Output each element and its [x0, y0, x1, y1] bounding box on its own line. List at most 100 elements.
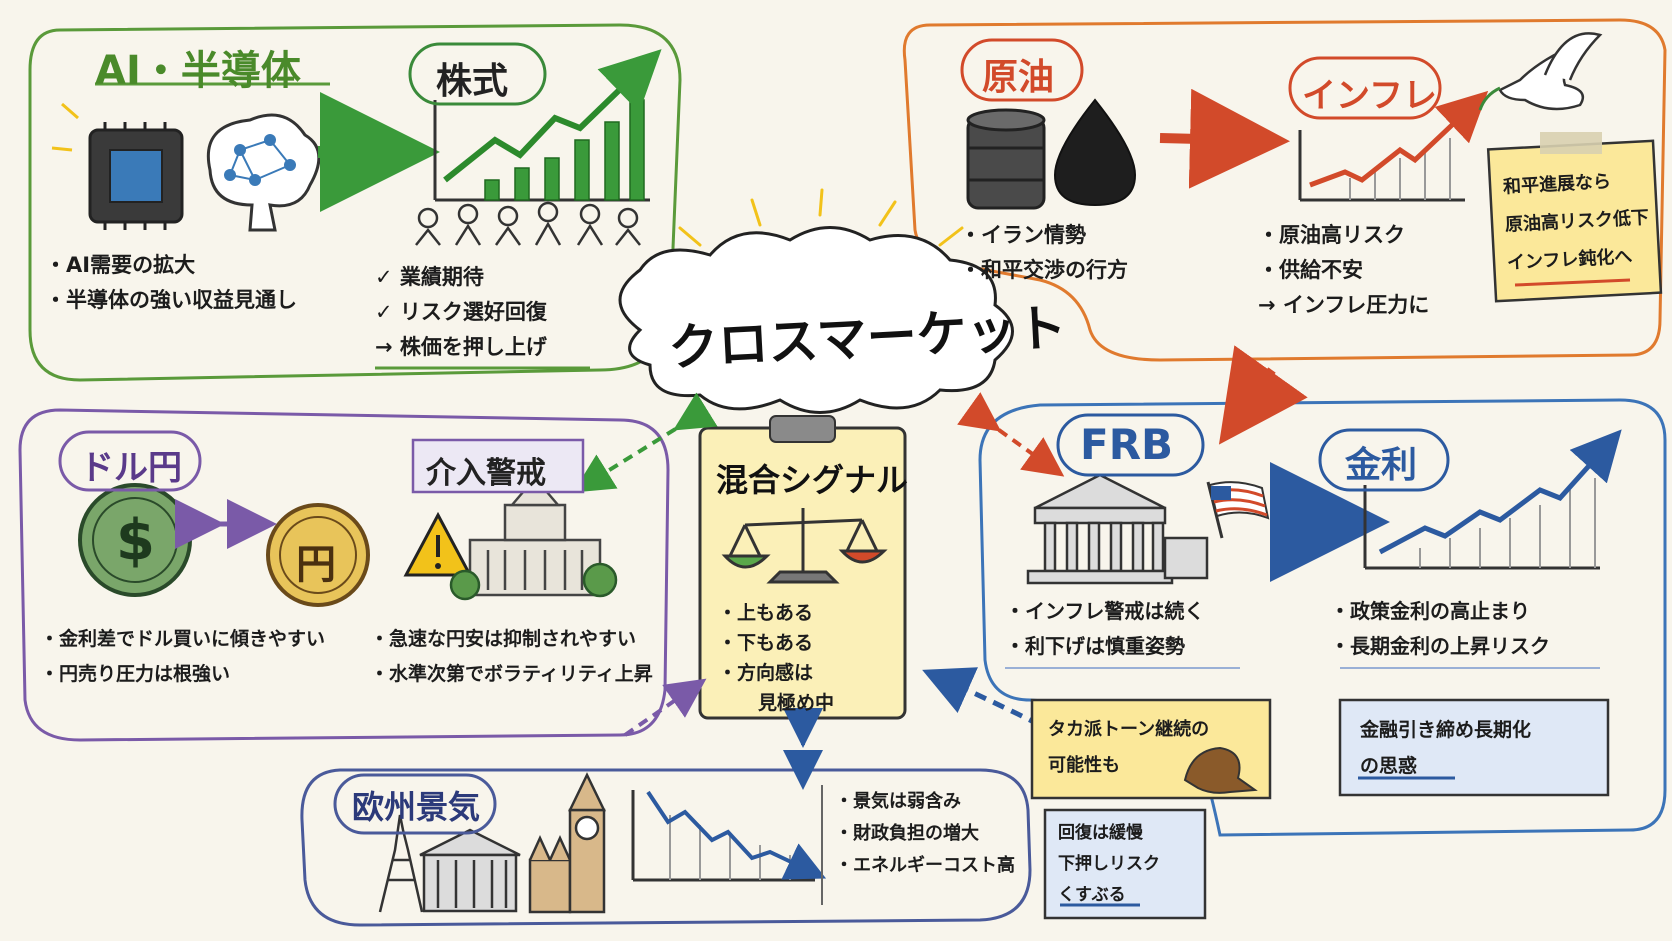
- oil-section-frame: [902, 18, 1667, 362]
- yen-coin-icon: [266, 503, 370, 607]
- government-building-icon: [449, 476, 618, 601]
- museum-icon: [419, 828, 521, 913]
- recovery-note-line: 下押しリスク: [1058, 854, 1160, 874]
- hawk-icon: [1183, 746, 1258, 794]
- ai-section-frame: [28, 23, 682, 382]
- intervention-title: 介入警戒: [426, 456, 546, 491]
- europe-title-pill: [333, 773, 497, 835]
- tightening-note-line: の思惑: [1360, 755, 1418, 777]
- hawk-note-line: タカ派トーン継続の: [1048, 719, 1210, 740]
- usdjpy-to-clipboard-arrow: [623, 678, 707, 737]
- oil-barrel-icon: [966, 108, 1046, 210]
- peace-note-line: インフレ鈍化へ: [1506, 246, 1633, 274]
- recovery-note-box: [1043, 808, 1207, 920]
- frb-bullet: ・利下げは慎重姿勢: [1005, 634, 1185, 658]
- chip-icon: [51, 102, 184, 230]
- frb-title-pill: [1056, 413, 1205, 477]
- rates-title-pill: [1318, 428, 1450, 492]
- us-flag-icon: [1206, 481, 1270, 539]
- intervention-bullet: ・急速な円安は抑制されやすい: [370, 628, 637, 650]
- inflation-chart-icon: [1298, 90, 1489, 202]
- cloud-to-intervention-arrow: [573, 392, 718, 493]
- tightening-note-line: 金融引き締め長期化: [1360, 719, 1532, 741]
- intervention-title-box: [411, 438, 585, 494]
- mixed-bullet: ・上もある: [718, 602, 814, 624]
- frb-title: FRB: [1080, 420, 1174, 469]
- mixed-bullet: ・下もある: [718, 632, 814, 654]
- hawk-note-line: 可能性も: [1048, 755, 1120, 776]
- cathedral-icon: [528, 834, 572, 914]
- rates-bullets: ・政策金利の高止まり ・長期金利の上昇リスク: [1330, 594, 1550, 664]
- intervention-bullet: ・水準次第でボラティリティ上昇: [370, 663, 653, 685]
- mixed-bullet: 見極め中: [758, 692, 835, 714]
- mixed-bullets: ・上もある ・下もある ・方向感は 見極め中: [718, 598, 834, 718]
- oil-drop-icon: [1053, 98, 1137, 207]
- hawk-note-text: タカ派トーン継続の 可能性も: [1048, 712, 1209, 784]
- rates-title: 金利: [1345, 445, 1418, 486]
- inflation-bullet: ・供給不安: [1258, 258, 1363, 282]
- europe-bullet: ・景気は弱含み: [835, 791, 961, 812]
- oil-to-inflation-arrow: [1159, 88, 1290, 189]
- europe-section-frame: [300, 768, 1032, 927]
- usdjpy-bullet: ・円売り圧力は根強い: [40, 663, 231, 685]
- cloud-to-frb-arrow: [957, 392, 1065, 477]
- dollar-symbol: $: [116, 508, 155, 573]
- europe-chart-icon: [631, 790, 827, 882]
- inflation-title-pill: [1288, 56, 1442, 120]
- intervention-bullets: ・急速な円安は抑制されやすい ・水準次第でボラティリティ上昇: [370, 622, 653, 692]
- clipboard-clip: [769, 415, 836, 443]
- oil-title-pill: [960, 38, 1084, 102]
- frb-bullets: ・インフレ警戒は続く ・利下げは慎重姿勢: [1005, 594, 1204, 664]
- inflation-bullet: ・原油高リスク: [1258, 223, 1405, 247]
- recovery-note-line: 回復は緩慢: [1058, 823, 1143, 843]
- rates-bullet: ・政策金利の高止まり: [1330, 599, 1530, 623]
- scale-icon: [721, 508, 888, 584]
- inflation-title: インフレ: [1302, 76, 1437, 116]
- ai-title: AI・半導体: [95, 48, 301, 94]
- stocks-bullet: ✓ リスク選好回復: [375, 300, 547, 324]
- stocks-title: 株式: [436, 61, 509, 102]
- peace-sticky-note: [1486, 132, 1663, 303]
- usdjpy-title: ドル円: [80, 448, 182, 488]
- inflation-to-frb-arrow: [1218, 345, 1308, 445]
- usdjpy-title-pill: [58, 430, 202, 492]
- usdjpy-bullet: ・金利差でドル買いに傾きやすい: [40, 628, 326, 650]
- big-ben-icon: [568, 772, 606, 914]
- center-cloud: [618, 226, 1014, 414]
- oil-bullets: ・イラン情勢 ・和平交渉の行方: [960, 218, 1128, 288]
- oil-title: 原油: [982, 57, 1055, 98]
- rates-chart-icon: [1363, 429, 1622, 570]
- inflation-bullets: ・原油高リスク ・供給不安 → インフレ圧力に: [1258, 218, 1429, 323]
- oil-bullet: ・和平交渉の行方: [960, 258, 1128, 282]
- stock-chart-icon: [415, 49, 662, 246]
- recovery-note-text: 回復は緩慢 下押しリスク くすぶる: [1058, 818, 1160, 911]
- frb-bullet: ・インフレ警戒は続く: [1005, 599, 1205, 623]
- stocks-title-pill: [408, 42, 547, 106]
- ai-bullets: ・AI需要の拡大 ・半導体の強い収益見通し: [45, 248, 297, 318]
- oil-bullet: ・イラン情勢: [960, 223, 1086, 247]
- frb-to-clipboard-arrow: [922, 667, 1042, 728]
- spark-lines: [678, 188, 964, 247]
- recovery-note-line: くすぶる: [1058, 885, 1126, 905]
- brain-network-icon: [206, 113, 321, 232]
- federal-building-icon: [1026, 473, 1209, 585]
- warning-icon: [403, 511, 473, 577]
- yen-symbol: 円: [296, 542, 336, 588]
- dove-icon: [1478, 32, 1603, 111]
- ai-bullet: ・AI需要の拡大: [45, 253, 196, 277]
- stocks-bullet: ✓ 業績期待: [375, 265, 484, 289]
- inflation-bullet: → インフレ圧力に: [1258, 293, 1430, 317]
- rates-bullet: ・長期金利の上昇リスク: [1330, 634, 1550, 658]
- europe-bullet: ・財政負担の増大: [835, 823, 979, 844]
- stocks-bullet: → 株価を押し上げ: [375, 335, 547, 359]
- europe-bullets: ・景気は弱含み ・財政負担の増大 ・エネルギーコスト高: [835, 786, 1015, 882]
- mixed-title: 混合シグナル: [716, 461, 909, 499]
- peace-note-text: 和平進展なら 原油高リスク低下 インフレ鈍化へ: [1502, 161, 1652, 282]
- usdjpy-bullets: ・金利差でドル買いに傾きやすい ・円売り圧力は根強い: [40, 622, 325, 692]
- europe-title: 欧州景気: [352, 788, 481, 826]
- tightening-note-text: 金融引き締め長期化 の思惑: [1360, 712, 1531, 784]
- eiffel-tower-icon: [378, 814, 424, 913]
- europe-bullet: ・エネルギーコスト高: [835, 855, 1015, 876]
